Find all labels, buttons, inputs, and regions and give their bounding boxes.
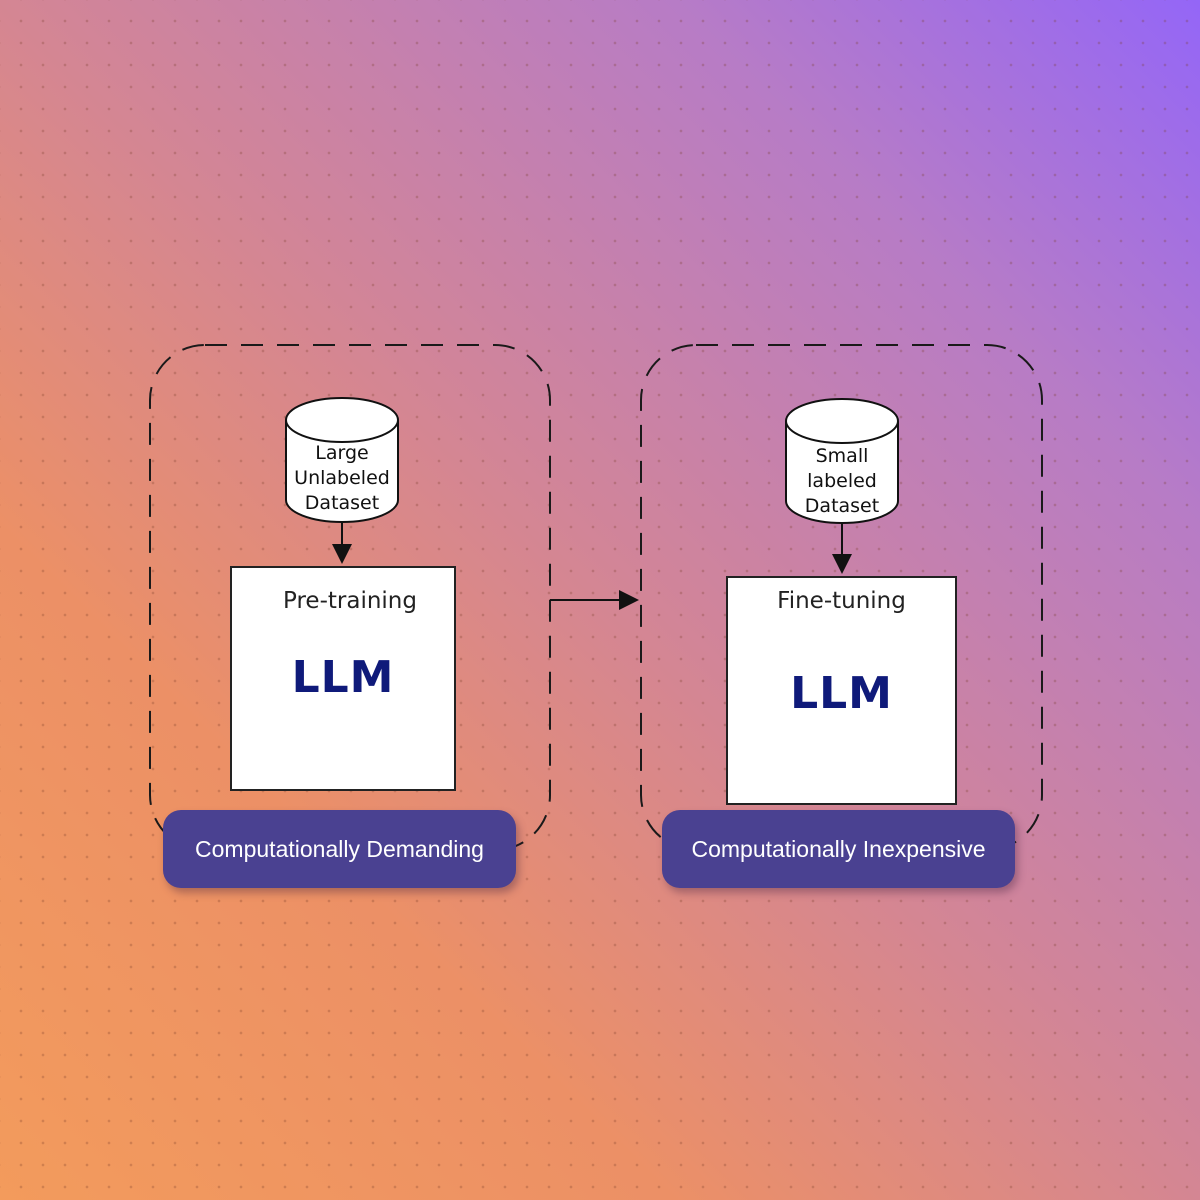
pretraining-dataset-label: Large Unlabeled Dataset bbox=[294, 442, 390, 514]
pretraining-group-outline bbox=[149, 344, 551, 851]
finetuning-dataset-label: Small labeled Dataset bbox=[804, 445, 880, 517]
finetuning-llm-label: LLM bbox=[790, 668, 893, 719]
finetuning-cost-badge: Computationally Inexpensive bbox=[662, 810, 1015, 888]
finetuning-dataset-cylinder bbox=[785, 398, 899, 524]
finetuning-group-outline bbox=[640, 344, 1043, 851]
pretraining-cost-badge: Computationally Demanding bbox=[163, 810, 516, 888]
pretraining-stage-label: Pre-training bbox=[283, 588, 417, 614]
pretraining-dataset-cylinder bbox=[285, 397, 399, 523]
finetuning-llm-box: Fine-tuning LLM bbox=[726, 576, 957, 805]
finetuning-stage-label: Fine-tuning bbox=[777, 588, 906, 614]
pretraining-llm-label: LLM bbox=[291, 652, 395, 703]
pretraining-llm-box: Pre-training LLM bbox=[230, 566, 456, 791]
